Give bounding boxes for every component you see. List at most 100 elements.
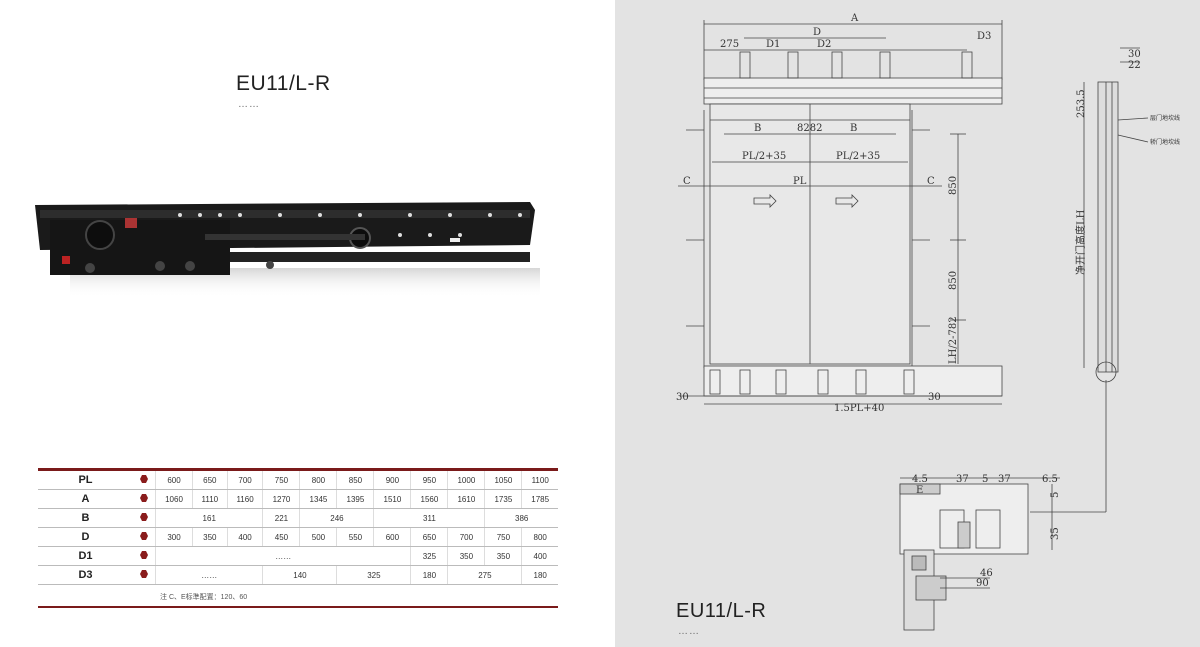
spec-cell: 1270 bbox=[262, 489, 300, 509]
dim-35: 35 bbox=[1050, 527, 1061, 540]
spec-cell: 400 bbox=[226, 527, 263, 547]
spec-cell: 1560 bbox=[410, 489, 448, 509]
left-title: EU11/L-R bbox=[236, 72, 331, 95]
spec-cell: 161 bbox=[154, 508, 263, 528]
spec-row-label: D bbox=[38, 527, 133, 547]
dim-PL2-right: PL/2+35 bbox=[836, 151, 880, 162]
hex-bullet-icon bbox=[133, 546, 156, 566]
dim-30-left: 30 bbox=[676, 392, 689, 403]
spec-cell: …… bbox=[154, 546, 411, 566]
spec-cell: 400 bbox=[521, 546, 558, 566]
table-note: 注 C、E标準配置：120、60 bbox=[160, 594, 248, 601]
spec-cell: 700 bbox=[226, 468, 263, 490]
dim-45: 4.5 bbox=[912, 474, 928, 485]
label-landing-sill: 层门地坎线 bbox=[1150, 114, 1180, 122]
spec-cell: 350 bbox=[447, 546, 485, 566]
dim-PL2-left: PL/2+35 bbox=[742, 151, 786, 162]
spec-cell: 1060 bbox=[155, 489, 193, 509]
dim-8282: 8282 bbox=[797, 123, 822, 134]
spec-cell: 800 bbox=[521, 527, 558, 547]
spec-cell: 900 bbox=[373, 468, 411, 490]
spec-cell: 180 bbox=[521, 565, 558, 585]
dim-PL: PL bbox=[793, 176, 807, 187]
spec-cell: 246 bbox=[299, 508, 374, 528]
hex-bullet-icon bbox=[133, 527, 156, 547]
spec-cell: 275 bbox=[447, 565, 522, 585]
spec-cell: 600 bbox=[155, 468, 193, 490]
spec-cell: 500 bbox=[299, 527, 337, 547]
spec-cell: 450 bbox=[262, 527, 300, 547]
spec-row-label: D1 bbox=[38, 546, 133, 566]
spec-cell: 1345 bbox=[299, 489, 337, 509]
spec-cell: 350 bbox=[191, 527, 228, 547]
dim-C-left: C bbox=[683, 176, 691, 187]
dim-65: 6.5 bbox=[1042, 474, 1058, 485]
spec-cell: 1785 bbox=[521, 489, 558, 509]
dim-LH: 净开门高度LH bbox=[1074, 209, 1087, 275]
dim-37-b: 37 bbox=[998, 474, 1011, 485]
door-operator-image bbox=[35, 202, 540, 298]
dim-850-b: 850 bbox=[948, 271, 959, 290]
hex-bullet-icon bbox=[133, 489, 156, 509]
left-title-dots: …… bbox=[238, 99, 260, 110]
spec-cell: 850 bbox=[336, 468, 374, 490]
spec-cell: 1000 bbox=[447, 468, 485, 490]
spec-cell: 1110 bbox=[191, 489, 228, 509]
spec-cell: 1735 bbox=[484, 489, 522, 509]
spec-cell: 750 bbox=[484, 527, 522, 547]
spec-cell: 311 bbox=[373, 508, 485, 528]
spec-cell: 350 bbox=[484, 546, 522, 566]
spec-cell: 325 bbox=[410, 546, 448, 566]
spec-cell: 700 bbox=[447, 527, 485, 547]
hex-bullet-icon bbox=[133, 468, 156, 490]
dim-D2: D2 bbox=[817, 39, 831, 50]
spec-row-label: PL bbox=[38, 468, 133, 490]
spec-cell: 1510 bbox=[373, 489, 411, 509]
spec-cell: 800 bbox=[299, 468, 337, 490]
dim-B-left: B bbox=[754, 123, 761, 134]
spec-row-label: B bbox=[38, 508, 133, 528]
hex-bullet-icon bbox=[133, 565, 156, 585]
spec-cell: 650 bbox=[191, 468, 228, 490]
right-title: EU11/L-R bbox=[676, 600, 767, 622]
spec-cell: 650 bbox=[410, 527, 448, 547]
right-title-dots: …… bbox=[678, 626, 700, 637]
dim-D3: D3 bbox=[977, 31, 991, 42]
spec-cell: 325 bbox=[336, 565, 411, 585]
dim-5: 5 bbox=[982, 474, 988, 485]
spec-cell: 221 bbox=[262, 508, 300, 528]
spec-cell: 1050 bbox=[484, 468, 522, 490]
dim-B-right: B bbox=[850, 123, 857, 134]
spec-cell: 1100 bbox=[521, 468, 558, 490]
spec-cell: 180 bbox=[410, 565, 448, 585]
spec-cell: 750 bbox=[262, 468, 300, 490]
dim-37-a: 37 bbox=[956, 474, 969, 485]
spec-row-label: A bbox=[38, 489, 133, 509]
dim-E: E bbox=[916, 485, 923, 496]
dim-275: 275 bbox=[720, 39, 739, 50]
dim-253: 253.5 bbox=[1076, 89, 1087, 118]
spec-row-label: D3 bbox=[38, 565, 133, 585]
dim-15PL: 1.5PL+40 bbox=[834, 403, 884, 414]
dim-A: A bbox=[850, 13, 859, 24]
spec-cell: …… bbox=[154, 565, 263, 585]
dim-850-a: 850 bbox=[948, 176, 959, 195]
dim-90: 90 bbox=[976, 578, 989, 589]
dim-5-v: 5 bbox=[1050, 492, 1061, 498]
spec-cell: 1610 bbox=[447, 489, 485, 509]
dim-C-right: C bbox=[927, 176, 935, 187]
spec-cell: 386 bbox=[484, 508, 558, 528]
dim-22: 22 bbox=[1128, 60, 1141, 71]
dim-D1: D1 bbox=[766, 39, 780, 50]
dim-46: 46 bbox=[980, 568, 993, 579]
spec-cell: 140 bbox=[262, 565, 337, 585]
dim-30-top: 30 bbox=[1128, 49, 1141, 60]
